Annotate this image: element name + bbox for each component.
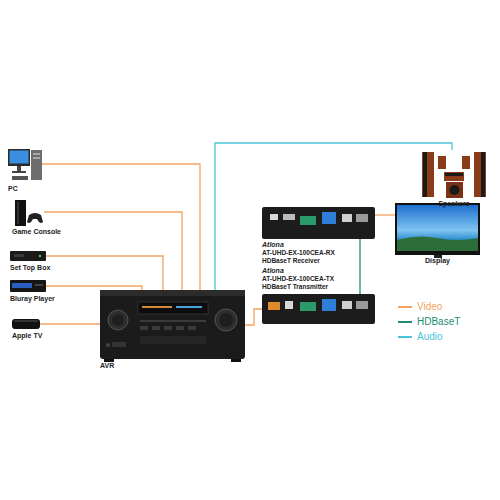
signal-connector bbox=[359, 239, 360, 294]
signal-connector bbox=[44, 212, 182, 290]
node-label-group: Speakers bbox=[438, 200, 469, 208]
settop-node: Set Top Box bbox=[10, 250, 46, 262]
node-label-group: Bluray Player bbox=[10, 295, 55, 303]
pc-node: PC bbox=[8, 145, 42, 183]
node-label: Apple TV bbox=[12, 332, 42, 340]
legend-text: Video bbox=[417, 300, 442, 314]
node-label: Display bbox=[425, 257, 450, 265]
bluray-node: Bluray Player bbox=[10, 279, 46, 293]
node-label-group: Apple TV bbox=[12, 332, 42, 340]
node-label: Set Top Box bbox=[10, 264, 50, 272]
node-label: HDBaseT Transmitter bbox=[262, 283, 334, 291]
console-icon bbox=[15, 200, 43, 226]
avr-illustration bbox=[100, 290, 245, 362]
node-label-group: Set Top Box bbox=[10, 264, 50, 272]
signal-connector bbox=[375, 214, 395, 215]
node-label: HDBaseT Receiver bbox=[262, 257, 335, 265]
signal-connector bbox=[46, 256, 163, 290]
settop-icon bbox=[10, 251, 46, 261]
legend-text: HDBaseT bbox=[417, 315, 460, 329]
node-label: Game Console bbox=[12, 228, 61, 236]
legend-text: Audio bbox=[417, 330, 443, 344]
node-label-group: Display bbox=[425, 257, 450, 265]
display-node: Display bbox=[395, 203, 480, 255]
signal-connector bbox=[245, 309, 262, 325]
transmitter-illustration bbox=[262, 294, 375, 324]
bluray-icon bbox=[10, 280, 46, 292]
avr-node: AVR bbox=[100, 290, 245, 360]
speakers-node: Speakers bbox=[420, 150, 488, 198]
legend-swatch bbox=[398, 306, 412, 308]
node-label-group: Game Console bbox=[12, 228, 61, 236]
display-illustration bbox=[395, 203, 480, 258]
node-label: Speakers bbox=[438, 200, 469, 208]
console-node: Game Console bbox=[12, 198, 44, 226]
legend-swatch bbox=[398, 321, 412, 323]
signal-connector bbox=[215, 143, 452, 290]
node-label-group: PC bbox=[8, 185, 18, 193]
pc-icon bbox=[8, 149, 42, 180]
node-label: Bluray Player bbox=[10, 295, 55, 303]
receiver-node: AtlonaAT-UHD-EX-100CEA-RXHDBaseT Receive… bbox=[262, 207, 375, 239]
node-label: PC bbox=[8, 185, 18, 193]
speakers-illustration bbox=[422, 152, 486, 198]
node-label: Atlona bbox=[262, 267, 334, 275]
node-label: AVR bbox=[100, 362, 114, 370]
node-label: AT-UHD-EX-100CEA-TX bbox=[262, 275, 334, 283]
appletv-icon bbox=[12, 319, 40, 329]
signal-connector bbox=[42, 164, 200, 290]
signal-connector bbox=[40, 323, 100, 324]
node-label: Atlona bbox=[262, 241, 335, 249]
node-label-group: AtlonaAT-UHD-EX-100CEA-RXHDBaseT Receive… bbox=[262, 241, 335, 265]
appletv-node: Apple TV bbox=[12, 318, 40, 330]
node-label: AT-UHD-EX-100CEA-RX bbox=[262, 249, 335, 257]
receiver-illustration bbox=[262, 207, 375, 239]
node-label-group: AtlonaAT-UHD-EX-100CEA-TXHDBaseT Transmi… bbox=[262, 267, 334, 291]
signal-connector bbox=[46, 286, 142, 290]
legend-swatch bbox=[398, 336, 412, 338]
transmitter-node: AtlonaAT-UHD-EX-100CEA-TXHDBaseT Transmi… bbox=[262, 294, 375, 324]
node-label-group: AVR bbox=[100, 362, 114, 370]
